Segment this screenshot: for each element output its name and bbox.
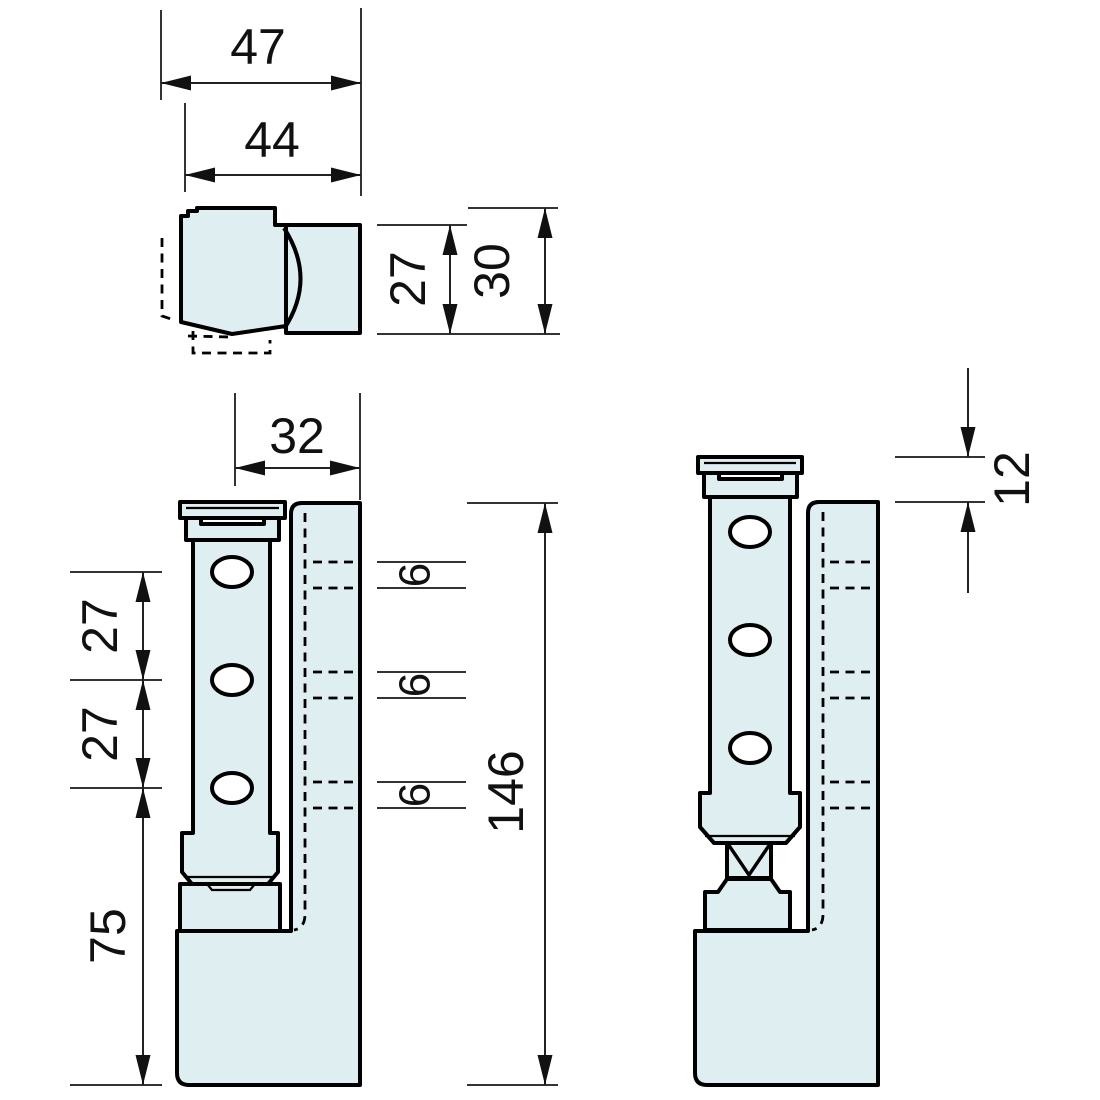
dim-27-upper-label: 27 (72, 598, 128, 654)
arrowhead (960, 502, 976, 532)
top-view: 47 44 27 30 (160, 8, 560, 355)
arrowhead (185, 167, 215, 183)
arm-cap-lifted (696, 455, 804, 475)
frame-hidden-edge (293, 513, 307, 932)
dim-top-outer-width: 47 (160, 8, 362, 196)
cap-flange (184, 516, 281, 542)
dim-146-label: 146 (478, 750, 534, 833)
dim-lift-clearance: 12 (895, 368, 1040, 593)
bottom-bracket-lifted (703, 877, 792, 932)
dim-6-top-label: 6 (391, 563, 440, 587)
dim-30-label: 30 (464, 243, 520, 299)
dim-44-label: 44 (244, 112, 300, 168)
arrowhead (135, 788, 151, 818)
arrowhead (537, 304, 553, 334)
bracket-recess (206, 883, 256, 892)
dim-6-middle-label: 6 (391, 673, 440, 697)
top-view-door-leaf (179, 206, 288, 336)
slot-hole (210, 555, 254, 589)
arrowhead (331, 167, 361, 183)
dim-47-label: 47 (230, 19, 286, 75)
arrowhead (135, 680, 151, 710)
dim-32-label: 32 (269, 408, 325, 464)
front-view-lifted: 12 (693, 368, 1040, 1087)
dim-leaf-width: 32 (234, 393, 361, 500)
hinge-arm-lifted (698, 495, 802, 845)
arm-cap (178, 500, 287, 520)
top-view-alt-position-edge (187, 334, 232, 339)
hinge-arm (180, 538, 280, 886)
dim-27-lower-label: 27 (72, 706, 128, 762)
slot-hole (210, 771, 254, 805)
frame-piece (175, 501, 362, 1087)
slot-hole (728, 623, 772, 657)
arrowhead (135, 572, 151, 602)
dim-top-inner-depth: 27 (377, 224, 560, 335)
dim-12-label: 12 (984, 451, 1040, 507)
dim-27-top-view-label: 27 (380, 251, 436, 307)
arrowhead (161, 75, 191, 91)
dim-6-bottom-label: 6 (391, 783, 440, 807)
frame-piece-lifted-view (693, 500, 880, 1087)
dim-top-outer-depth: 30 (464, 207, 558, 334)
slot-hole (728, 731, 772, 765)
arrowhead (537, 1055, 553, 1085)
front-view-engaged: 32 27 27 75 6 6 (70, 393, 558, 1087)
arrowhead (442, 225, 458, 255)
dim-top-inner-width: 44 (184, 103, 361, 192)
dim-75-label: 75 (80, 908, 136, 964)
arrowhead (960, 427, 976, 457)
dim-slot-offsets: 6 6 6 (377, 561, 466, 809)
arrowhead (331, 75, 361, 91)
arrowhead (135, 650, 151, 680)
arrowhead (330, 460, 360, 476)
arrowhead (442, 304, 458, 334)
bottom-bracket (178, 882, 282, 933)
pivot-pin-chamfer (726, 843, 772, 879)
frame-hidden-edge (811, 512, 825, 932)
arrowhead (537, 208, 553, 238)
dim-overall-height: 146 (467, 502, 558, 1086)
top-view-frame-block (284, 223, 362, 335)
dim-hole-pitch-chain: 27 27 75 (70, 571, 162, 1086)
arrowhead (135, 758, 151, 788)
slot-hole (728, 515, 772, 549)
arrowhead (135, 1055, 151, 1085)
arrowhead (537, 503, 553, 533)
arrowhead (235, 460, 265, 476)
cap-flange-lifted (702, 471, 799, 499)
slot-hole (210, 663, 254, 697)
top-view-alt-position-left (160, 238, 175, 322)
top-view-knuckle-arc (282, 226, 303, 331)
